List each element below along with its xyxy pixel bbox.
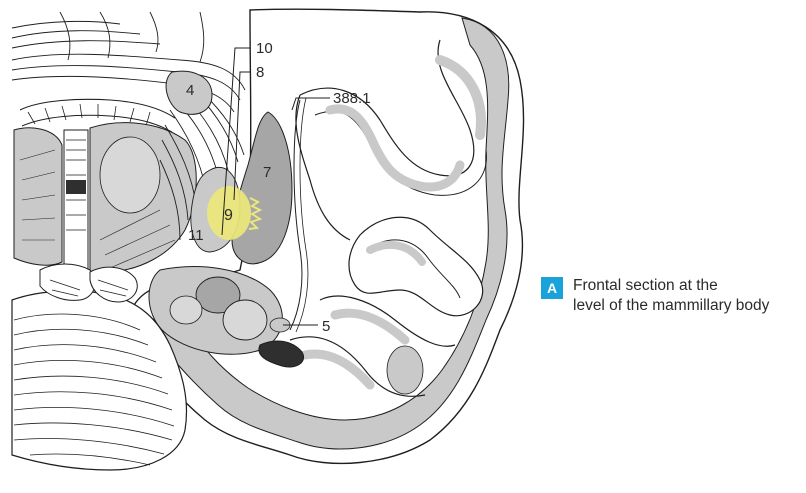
amygdala-hippocampus xyxy=(148,266,304,368)
thalamus-region xyxy=(13,122,197,273)
label-4: 4 xyxy=(186,82,194,99)
leader-lines xyxy=(221,47,330,326)
figure-caption: A Frontal section at the level of the ma… xyxy=(541,276,803,316)
label-7: 7 xyxy=(263,164,271,181)
cerebellum xyxy=(11,263,188,471)
highlight-region xyxy=(207,186,263,240)
septum xyxy=(19,98,176,281)
label-9: 9 xyxy=(224,207,233,224)
caption-line-1: Frontal section at the xyxy=(573,277,718,294)
corpus-callosum xyxy=(11,11,246,113)
caudate-nucleus xyxy=(165,70,213,115)
label-10: 10 xyxy=(256,40,273,57)
label-11: 11 xyxy=(188,227,204,244)
label-5: 5 xyxy=(322,318,330,335)
caption-badge: A xyxy=(541,277,563,299)
label-8: 8 xyxy=(256,64,264,81)
label-388-1: 388.1 xyxy=(333,90,371,107)
caption-line-2: level of the mammillary body xyxy=(573,297,770,314)
caption-text: Frontal section at the level of the mamm… xyxy=(573,276,769,316)
